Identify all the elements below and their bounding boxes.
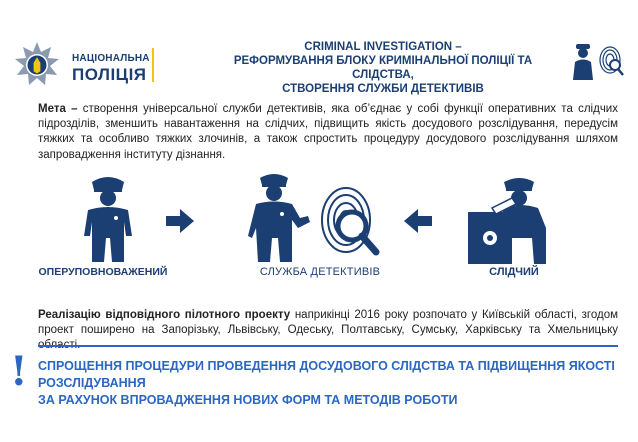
police-badge-icon — [15, 42, 59, 85]
detective-icon — [573, 44, 624, 80]
brand-name: НАЦІОНАЛЬНА ПОЛІЦІЯ — [72, 52, 150, 84]
investigator-desk-icon — [468, 178, 546, 264]
pilot-lead: Реалізацію відповідного пілотного проект… — [38, 309, 291, 321]
detective-service-icon — [248, 174, 380, 262]
page-title: CRIMINAL INVESTIGATION – РЕФОРМУВАННЯ БЛ… — [208, 40, 558, 96]
emblem-icon — [483, 231, 497, 245]
exclamation-icon: ! — [10, 348, 28, 395]
conclusion-line-2: ЗА РАХУНОК ВПРОВАДЖЕННЯ НОВИХ ФОРМ ТА МЕ… — [38, 393, 458, 407]
brand-line-2: ПОЛІЦІЯ — [72, 65, 147, 84]
brand-divider — [152, 48, 154, 82]
pilot-text: наприкінці 2016 року розпочато у Київськ… — [38, 309, 618, 351]
goal-paragraph: Мета – створення універсальної служби де… — [38, 102, 618, 163]
goal-text: створення універсальної служби детективі… — [38, 103, 618, 161]
title-line-3: СТВОРЕННЯ СЛУЖБИ ДЕТЕКТИВІВ — [282, 83, 484, 95]
operative-label: ОПЕРУПОВНОВАЖЕНИЙ — [38, 266, 168, 278]
operative-officer-icon — [84, 177, 132, 262]
pilot-paragraph: Реалізацію відповідного пілотного проект… — [38, 308, 618, 354]
section-divider — [38, 345, 618, 347]
title-line-2: РЕФОРМУВАННЯ БЛОКУ КРИМІНАЛЬНОЇ ПОЛІЦІЇ … — [233, 55, 533, 81]
investigator-label: СЛІДЧИЙ — [489, 266, 539, 278]
magnifier-icon — [335, 209, 380, 256]
arrow-left-icon — [404, 209, 432, 233]
title-line-1: CRIMINAL INVESTIGATION – — [304, 41, 462, 53]
goal-lead: Мета – — [38, 103, 78, 115]
brand-line-1: НАЦІОНАЛЬНА — [72, 53, 150, 64]
conclusion-line-1: СПРОЩЕННЯ ПРОЦЕДУРИ ПРОВЕДЕННЯ ДОСУДОВОГ… — [38, 359, 615, 390]
arrow-right-icon — [166, 209, 194, 233]
detective-service-label: СЛУЖБА ДЕТЕКТИВІВ — [259, 266, 381, 278]
conclusion-banner: СПРОЩЕННЯ ПРОЦЕДУРИ ПРОВЕДЕННЯ ДОСУДОВОГ… — [38, 358, 628, 409]
